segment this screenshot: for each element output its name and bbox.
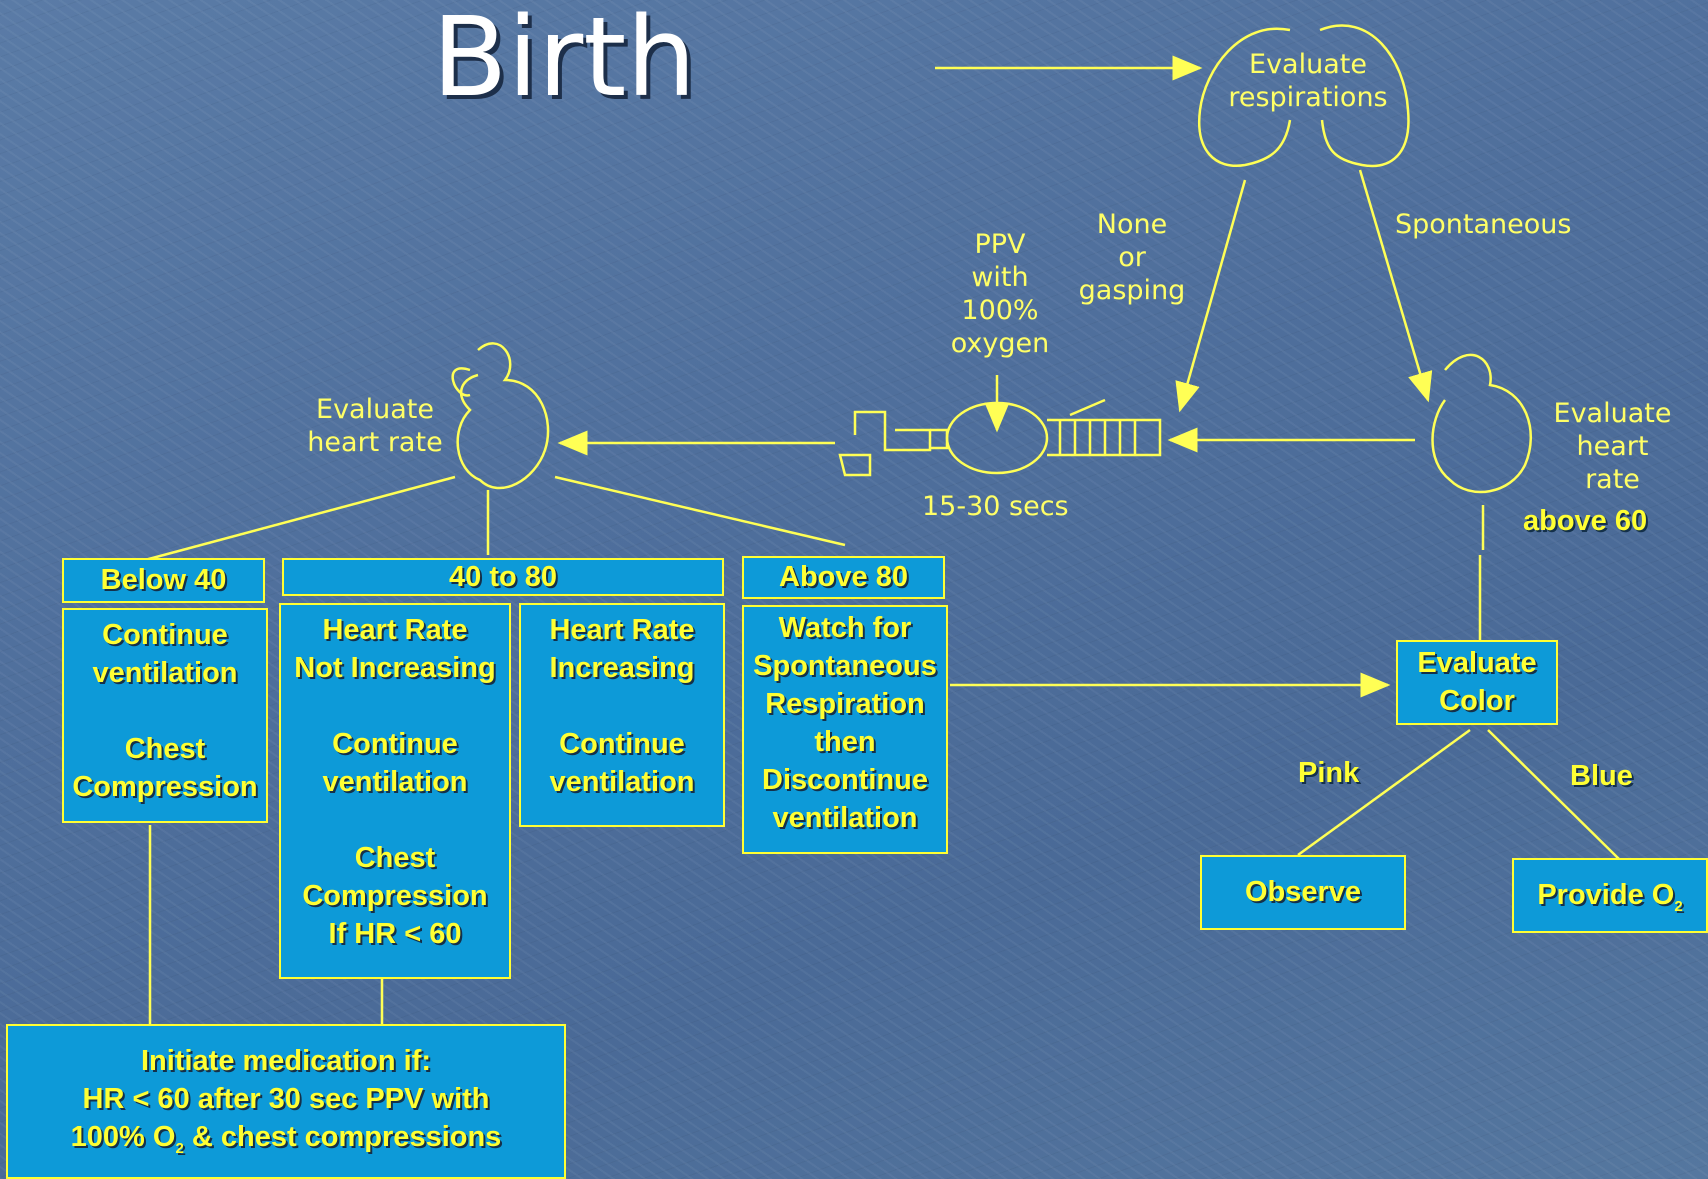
range-40-to-80: 40 to 80 <box>282 558 724 596</box>
range-below-40: Below 40 <box>62 558 265 603</box>
spontaneous-arrow <box>1358 169 1433 403</box>
range-above-80: Above 80 <box>742 556 945 599</box>
heart-icon-right <box>1431 353 1533 494</box>
provide-oxygen-box: Provide O2 <box>1512 858 1708 933</box>
lungs-icon <box>1197 24 1410 168</box>
initiate-medication-box: Initiate medication if: HR < 60 after 30… <box>6 1024 566 1179</box>
above-60-label: above 60 <box>1523 505 1648 537</box>
page-title: Birth <box>432 0 697 121</box>
observe-box: Observe <box>1200 855 1406 930</box>
none-arrow <box>1175 179 1247 413</box>
bag-valve-mask-icon <box>838 398 1162 477</box>
ppv-duration-label: 15-30 secs <box>922 491 1069 522</box>
heart-icon-left <box>451 342 550 490</box>
pink-label: Pink <box>1298 757 1360 789</box>
spontaneous-label: Spontaneous <box>1395 209 1572 240</box>
blue-label: Blue <box>1570 760 1633 792</box>
